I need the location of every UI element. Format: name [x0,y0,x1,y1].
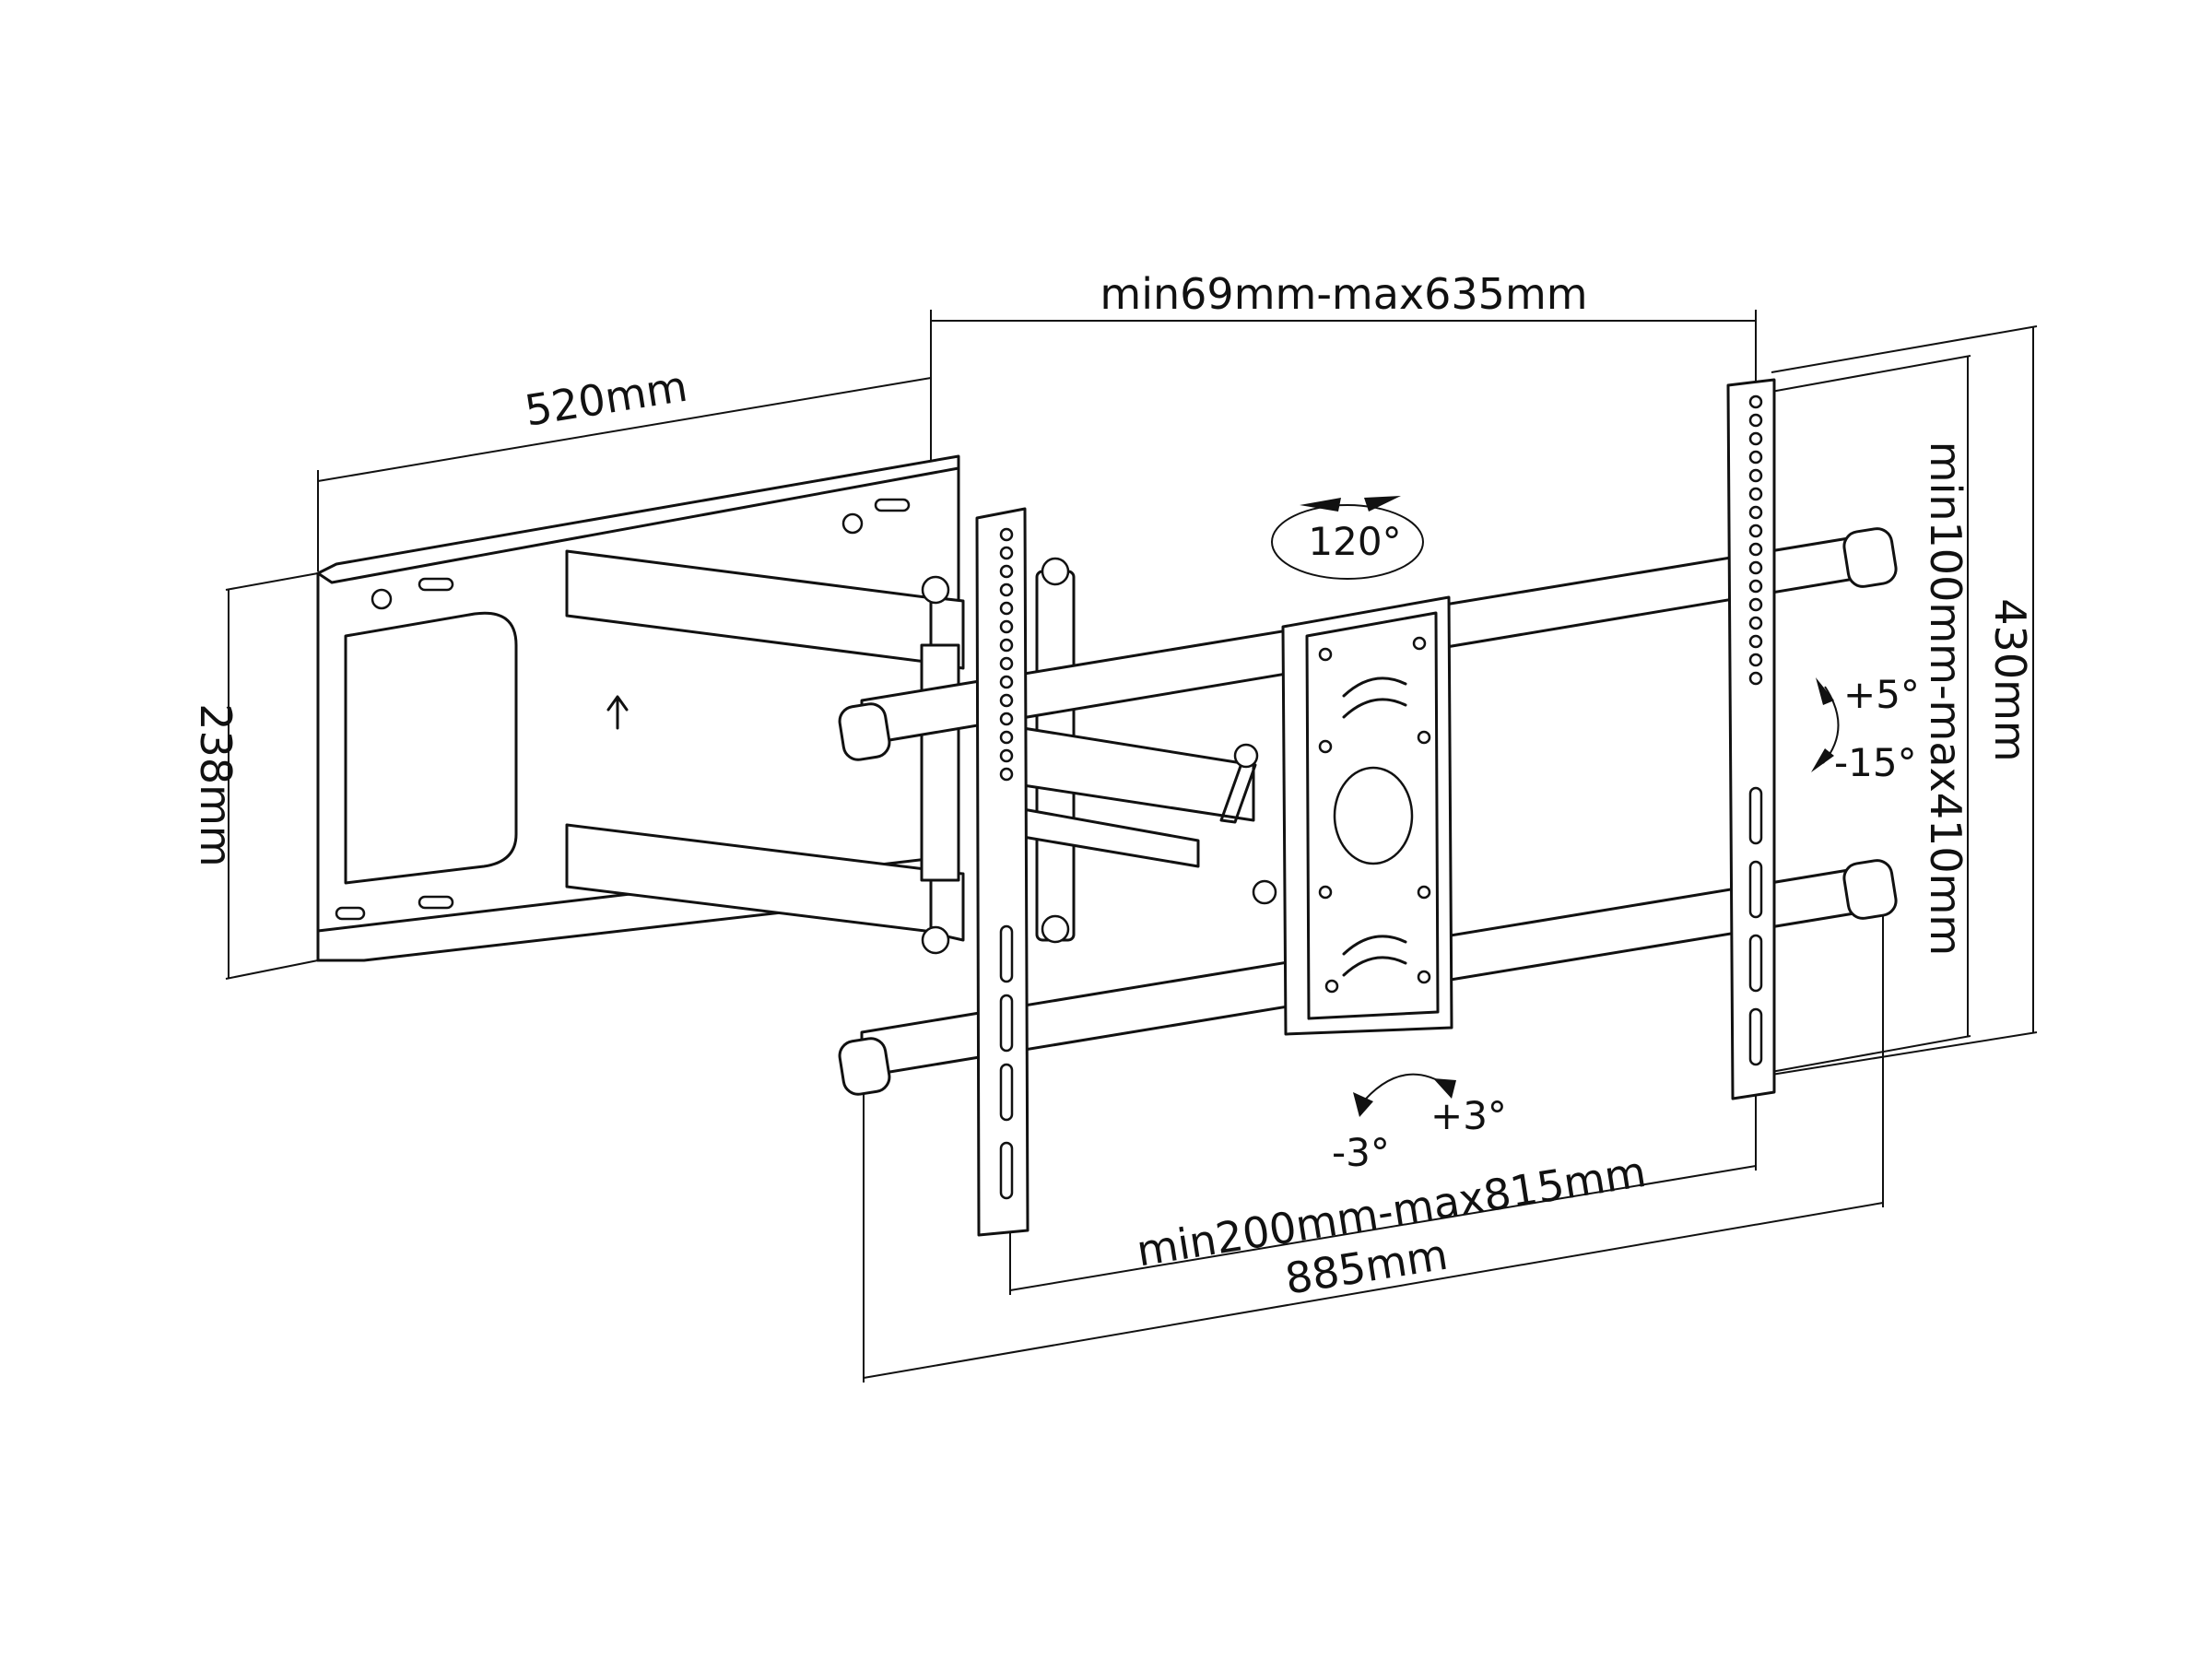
dimension-lines [225,310,2038,1382]
tilt-down-arrow-icon [1811,748,1834,772]
overall-height-label: 430mm [1985,598,2035,761]
keyhole-slots [335,498,911,921]
wall-plate-height-label: 238mm [191,703,241,866]
tilt-plate [1252,595,1453,1036]
tv-bracket-left [975,507,1030,1237]
tilt-indicator [1811,677,1840,772]
angle-labels: 120° +5° -15° -3° +3° [1308,519,1920,1175]
hole-spacing-label: min69mm-max635mm [1100,269,1587,319]
swivel-arrow-left-icon [1300,498,1341,512]
tilt-down-label: -15° [1834,740,1917,785]
tilt-up-label: +5° [1843,672,1920,717]
tilt-up-arrow-icon [1816,677,1834,705]
rotate-left-arrow-icon [1353,1092,1373,1117]
arm-extension-label: 520mm [522,361,691,436]
up-arrow-icon [606,695,629,730]
swivel-angle-label: 120° [1308,519,1401,564]
vertical-hole-range-label: min100mm-max410mm [1921,441,1971,956]
rotate-right-label: +3° [1430,1093,1507,1138]
tv-bracket-right [1726,378,1776,1100]
swivel-arrow-right-icon [1364,496,1401,512]
articulating-arms [565,549,1259,955]
swivel-indicator [1271,496,1424,580]
rotation-indicator [1353,1073,1456,1117]
rotate-left-label: -3° [1332,1130,1390,1175]
rotate-right-arrow-icon [1433,1078,1456,1099]
